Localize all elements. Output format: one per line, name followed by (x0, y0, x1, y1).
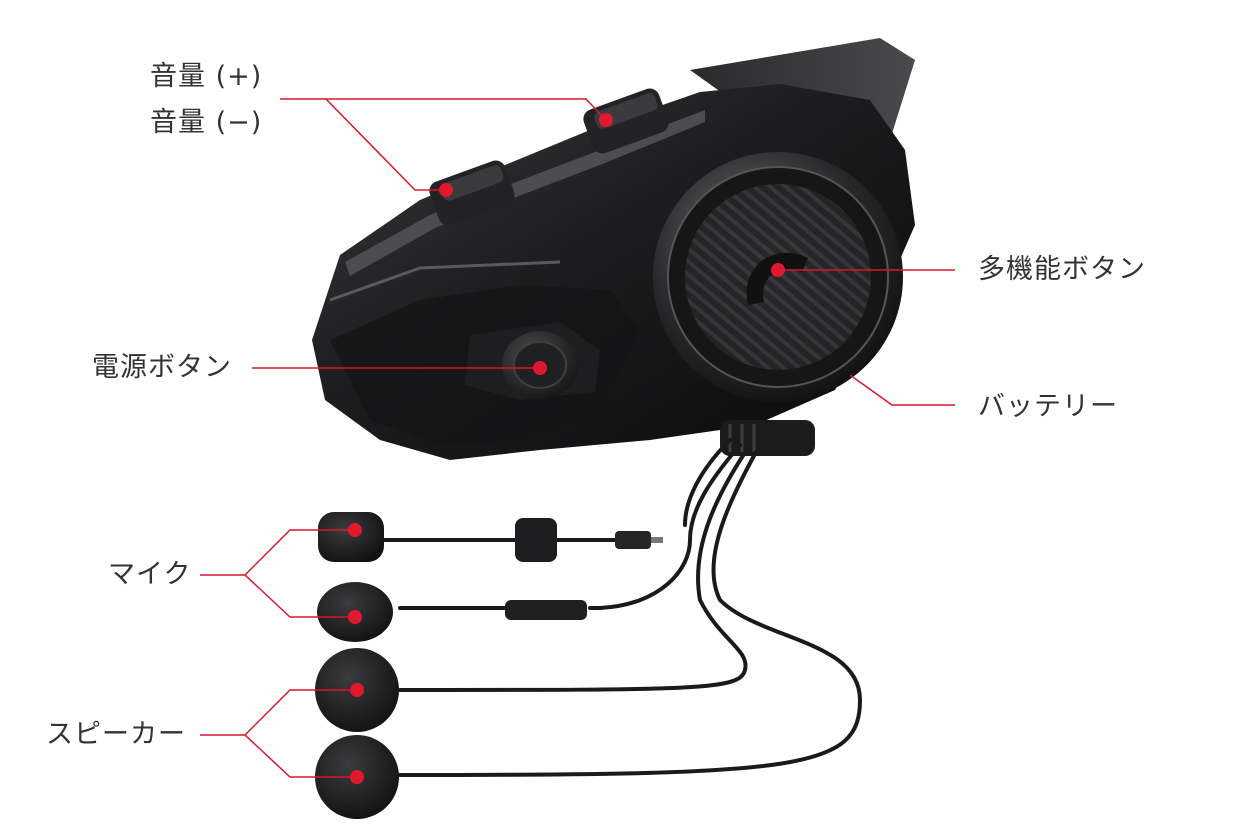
callout-dot-power (533, 361, 547, 375)
callout-dots (348, 113, 785, 784)
callout-line-mic (200, 529, 355, 576)
device-edge-highlight (329, 260, 561, 302)
callout-line-mic-2 (244, 574, 355, 618)
callout-dot-mic (348, 523, 362, 537)
label-volume-down: 音量 (−) (150, 107, 263, 138)
callout-line-speaker-2 (244, 734, 357, 778)
boom-microphone (318, 512, 663, 562)
phone-handset-icon (746, 252, 808, 305)
cable-harness (378, 438, 863, 777)
label-volume-up: 音量 (+) (150, 61, 263, 92)
callout-line-volume-up (326, 98, 607, 121)
label-microphone: マイク (108, 559, 192, 590)
callout-line-battery (849, 374, 955, 406)
volume-down-button[interactable] (427, 158, 518, 229)
label-speaker: スピーカー (46, 719, 186, 750)
callout-dot-volume-up (599, 113, 613, 127)
label-battery: バッテリー (978, 391, 1118, 422)
device-top-edge (345, 110, 705, 276)
label-multi-function-button: 多機能ボタン (978, 254, 1146, 285)
intercom-device (312, 38, 915, 460)
callout-lines (200, 98, 955, 778)
callout-dot-speaker (350, 683, 364, 697)
callout-line-volume (280, 98, 446, 191)
callout-dot-volume-down (439, 183, 453, 197)
callout-dot-speaker-2 (350, 770, 364, 784)
label-power-button: 電源ボタン (92, 352, 232, 383)
callout-dot-mic-2 (348, 610, 362, 624)
callout-dot-multi-function (771, 263, 785, 277)
callout-line-speaker (200, 689, 357, 736)
